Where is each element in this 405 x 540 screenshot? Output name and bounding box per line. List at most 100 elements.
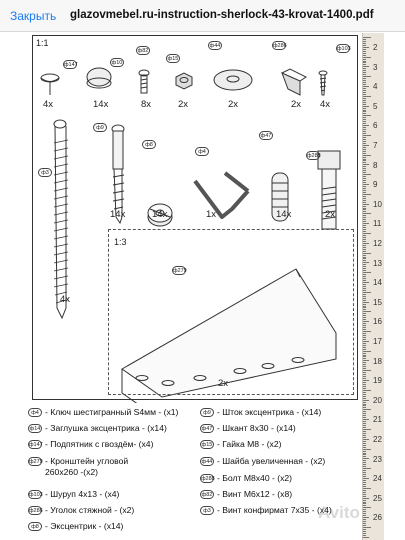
ruler-tick <box>363 78 366 80</box>
ruler-tick <box>363 366 366 368</box>
ruler-tick <box>363 58 366 60</box>
ruler-tick <box>363 107 366 109</box>
ruler-tick <box>363 421 366 423</box>
ruler-tick <box>363 419 369 421</box>
ruler-tick <box>363 505 366 507</box>
ruler-tick <box>363 323 366 325</box>
ruler-tick <box>363 133 366 135</box>
ruler-tick <box>363 174 371 176</box>
ruler-tick <box>363 303 366 305</box>
ruler-tick <box>363 411 366 413</box>
ruler-tick <box>363 417 366 419</box>
ruler-number: 10 <box>373 199 382 209</box>
ruler-tick <box>363 131 366 133</box>
ruler-tick <box>363 407 366 409</box>
legend-item: ф286- Уголок стяжной - (x2) <box>28 505 135 516</box>
ruler-tick <box>363 385 366 387</box>
ruler-number: 4 <box>373 82 378 92</box>
ruler-tick <box>363 415 366 417</box>
part-count: 2x <box>218 378 229 389</box>
ruler-tick <box>363 180 366 182</box>
ruler-tick <box>363 158 366 160</box>
hex-key-icon <box>193 171 250 219</box>
ruler-tick <box>363 144 369 146</box>
ruler-tick <box>363 523 366 525</box>
part-code-badge: ф4 <box>195 147 209 156</box>
ruler-tick <box>363 44 366 46</box>
ruler-tick <box>363 489 366 491</box>
ruler-tick <box>363 380 369 381</box>
part-count: 2x <box>291 99 302 110</box>
ruler-tick <box>363 176 366 178</box>
ruler-tick <box>363 456 366 458</box>
ruler-tick <box>363 256 366 258</box>
ruler-tick <box>363 356 366 358</box>
ruler-tick <box>363 460 366 462</box>
ruler-tick <box>363 405 366 407</box>
ruler-tick <box>363 50 366 52</box>
ruler-number: 18 <box>373 356 382 366</box>
ruler-tick <box>363 427 366 429</box>
legend-item: ф103- Шуруп 4x13 - (x4) <box>28 489 120 500</box>
ruler-tick <box>363 138 366 140</box>
ruler-tick <box>363 233 371 234</box>
ruler-tick <box>363 150 366 152</box>
ruler-tick <box>363 99 366 101</box>
ruler-tick <box>363 221 366 223</box>
ruler-number: 13 <box>373 258 382 268</box>
ruler-tick <box>363 429 371 430</box>
ruler-tick <box>363 260 366 262</box>
ruler-tick <box>363 197 366 199</box>
ruler-number: 17 <box>373 337 382 346</box>
ruler-number: 19 <box>373 376 382 386</box>
close-button[interactable]: Закрыть <box>10 9 57 23</box>
ruler-tick <box>363 399 369 401</box>
ruler-tick <box>363 123 366 125</box>
ruler-number: 23 <box>373 454 382 464</box>
document-title: glazovmebel.ru-instruction-sherlock-43-k… <box>70 9 374 21</box>
ruler-tick <box>363 476 366 478</box>
ruler-tick <box>363 248 366 250</box>
ruler-tick <box>363 87 366 89</box>
ruler-tick <box>363 127 366 129</box>
ruler-tick <box>363 95 371 97</box>
ruler-tick <box>363 383 366 385</box>
ruler-tick <box>363 62 366 64</box>
ruler-number: 20 <box>373 395 382 405</box>
ruler-tick <box>363 76 371 78</box>
cap-icon <box>86 67 112 89</box>
part-code-badge: ф4 <box>28 408 42 418</box>
ruler-tick <box>363 497 369 499</box>
ruler-tick <box>363 140 366 142</box>
ruler-tick <box>363 201 366 203</box>
dowel-icon <box>271 172 289 222</box>
ruler-number: 2 <box>373 43 378 52</box>
washer-icon <box>213 69 253 91</box>
ruler-tick <box>363 199 366 201</box>
ruler-tick <box>363 254 366 256</box>
ruler-tick <box>363 470 366 472</box>
ruler-tick <box>363 46 369 48</box>
ruler-tick <box>363 325 366 327</box>
ruler-tick <box>363 327 366 329</box>
part-count: 14x <box>110 209 126 220</box>
ruler-tick <box>363 387 366 389</box>
ruler-tick <box>363 493 366 495</box>
ruler-tick <box>363 436 366 438</box>
part-count: 14x <box>93 99 109 110</box>
ruler-tick <box>363 360 369 362</box>
ruler-tick <box>363 368 366 370</box>
ruler-tick <box>363 374 366 376</box>
ruler-tick <box>363 332 366 334</box>
ruler-tick <box>363 458 369 460</box>
ruler-tick <box>363 527 371 528</box>
pdf-page[interactable]: 1:1 <box>0 33 405 540</box>
ruler-tick <box>363 350 371 352</box>
ruler-tick <box>363 264 366 266</box>
part-code-badge: ф47 <box>200 424 214 434</box>
ruler-tick <box>363 532 366 534</box>
ruler-number: 15 <box>373 297 382 307</box>
part-code-badge: ф47 <box>259 131 273 140</box>
ruler-tick <box>363 250 366 252</box>
ruler-tick <box>363 223 369 225</box>
